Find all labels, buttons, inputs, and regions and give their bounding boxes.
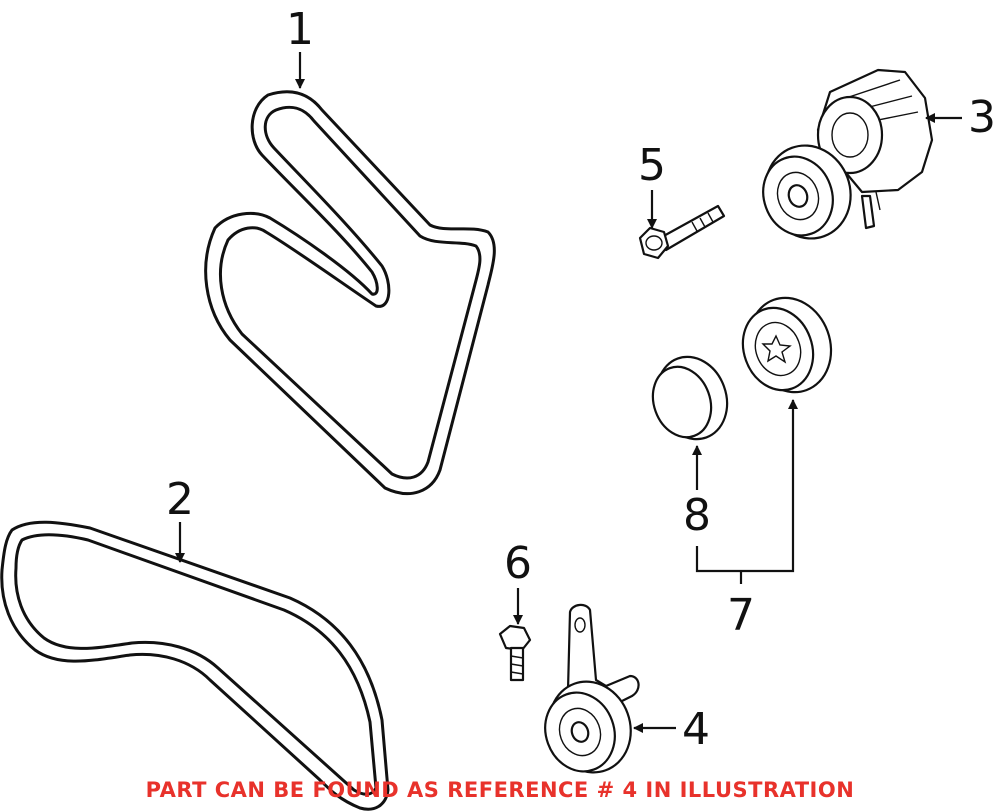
drive-belt-2[interactable]: [0, 520, 390, 811]
callout-5: 5: [638, 140, 666, 229]
callout-8: 8: [683, 445, 711, 541]
bolt-6[interactable]: [498, 624, 532, 682]
idler-pulley-4[interactable]: [534, 603, 643, 784]
callout-1: 1: [286, 4, 314, 89]
callout-3-label: 3: [968, 92, 996, 143]
callout-4: 4: [633, 704, 710, 755]
callout-5-label: 5: [638, 140, 666, 191]
callout-7: 7: [695, 399, 798, 641]
callout-6: 6: [504, 538, 532, 625]
idler-pulley-7[interactable]: [732, 286, 844, 404]
callout-2: 2: [166, 474, 194, 563]
callout-4-label: 4: [682, 704, 710, 755]
callout-1-label: 1: [286, 4, 314, 55]
callout-8-label: 8: [683, 490, 711, 541]
reference-note: PART CAN BE FOUND AS REFERENCE # 4 IN IL…: [145, 778, 855, 802]
callout-7-label: 7: [727, 590, 755, 641]
callout-2-label: 2: [166, 474, 194, 525]
drive-belt-1[interactable]: [204, 90, 496, 496]
belt-tensioner-3[interactable]: [752, 68, 934, 251]
callout-6-label: 6: [504, 538, 532, 589]
callout-3: 3: [925, 92, 996, 143]
pulley-cap-8[interactable]: [643, 347, 738, 449]
